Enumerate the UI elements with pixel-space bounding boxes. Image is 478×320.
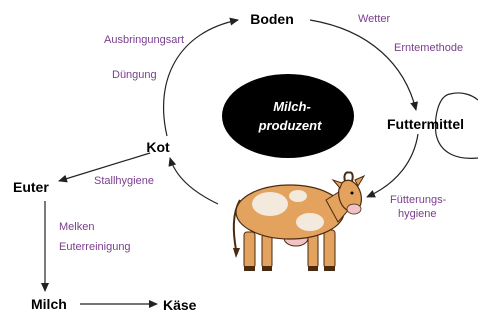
center-label-line2: produzent [258,118,322,133]
futtermittel-self-loop-top [450,93,478,100]
center-label-line1: Milch- [273,99,311,114]
node-euter: Euter [13,179,49,195]
factor-ausbringungsart: Ausbringungsart [104,34,184,46]
factor-hygiene: hygiene [398,208,437,220]
factor-duengung: Düngung [112,69,157,81]
factor-euterreinigung: Euterreinigung [59,241,131,253]
factor-fuetterungs: Fütterungs- [390,194,447,206]
cow-illustration [233,172,365,271]
factor-melken: Melken [59,221,94,233]
node-boden: Boden [250,11,294,27]
node-futtermittel: Futtermittel [387,116,464,132]
factor-wetter: Wetter [358,13,391,25]
factor-erntemethode: Erntemethode [394,42,463,54]
arrow-futtermittel-to-cow [367,134,418,197]
node-kaese: Käse [163,297,197,313]
arrow-cow-to-kot [170,158,218,204]
center-ellipse [222,74,354,158]
factor-stallhygiene: Stallhygiene [94,175,154,187]
node-kot: Kot [146,139,170,155]
node-milch: Milch [31,296,67,312]
